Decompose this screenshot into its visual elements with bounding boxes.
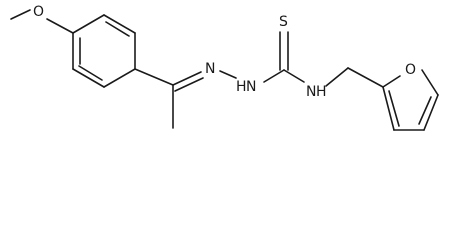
atom-methoxy-oxygen: O bbox=[33, 4, 44, 20]
bond-ring-1 bbox=[72, 14, 105, 34]
bond-ring-double-b bbox=[78, 65, 103, 81]
bond-methyl-o bbox=[10, 9, 31, 20]
bond-furan-double-a bbox=[388, 90, 400, 127]
bond-ring-double-a bbox=[105, 21, 130, 37]
bond-o-ring bbox=[46, 18, 74, 34]
bond-ring-c bbox=[134, 68, 174, 86]
bond-ring-2 bbox=[103, 14, 136, 34]
molecule-diagram: O N N H N H S O bbox=[10, 4, 439, 131]
bond-ring-4 bbox=[103, 68, 136, 88]
atom-amide-nitrogen: N bbox=[306, 84, 316, 100]
bond-ring-5 bbox=[72, 68, 105, 88]
bond-c-n-2 bbox=[174, 77, 204, 92]
bond-furan-2 bbox=[421, 69, 439, 96]
atom-hydrazine-nitrogen: N bbox=[246, 79, 256, 95]
bond-furan-5 bbox=[382, 86, 395, 131]
bond-n-n bbox=[219, 70, 237, 79]
structure-drawing: O N N H N H S O bbox=[10, 4, 439, 131]
bond-ch2-furan bbox=[347, 67, 384, 88]
bond-c-nh bbox=[283, 69, 305, 83]
bond-furan-double-b bbox=[418, 96, 432, 125]
bond-furan-3 bbox=[423, 94, 439, 131]
atom-sulfur: S bbox=[279, 14, 288, 30]
bond-nh-c bbox=[263, 69, 285, 83]
atom-hydrazine-hydrogen: H bbox=[236, 79, 247, 95]
atom-amide-hydrogen: H bbox=[316, 84, 327, 100]
bond-furan-1 bbox=[382, 75, 401, 88]
bond-nh-ch2 bbox=[325, 67, 349, 87]
atom-furan-oxygen: O bbox=[405, 62, 416, 78]
bond-c-n-1 bbox=[172, 71, 202, 86]
atom-imine-nitrogen: N bbox=[205, 61, 215, 77]
